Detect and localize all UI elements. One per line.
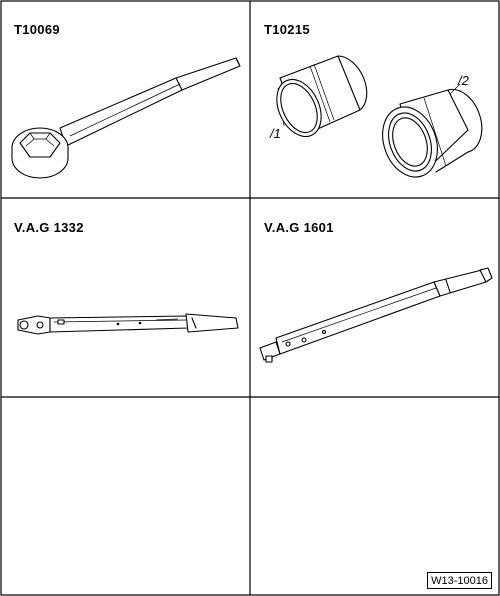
callout-1: /1 <box>270 126 281 141</box>
figure-code: W13-10016 <box>427 572 492 589</box>
sleeve-pair-icon <box>276 55 483 178</box>
tool-label: V.A.G 1332 <box>14 220 84 235</box>
torque-wrench-icon <box>17 313 239 335</box>
tool-label: T10069 <box>14 22 60 37</box>
cell-vag1601: V.A.G 1601 <box>250 198 500 397</box>
cell-t10069: T10069 <box>0 0 250 198</box>
cell-t10215: T10215 /1 /2 <box>250 0 500 198</box>
ring-spanner-icon <box>11 57 241 179</box>
callout-2: /2 <box>458 73 469 88</box>
cell-vag1332: V.A.G 1332 <box>0 198 250 397</box>
cell-empty-1 <box>0 397 250 596</box>
tool-label: V.A.G 1601 <box>264 220 334 235</box>
tool-label: T10215 <box>264 22 310 37</box>
cell-empty-2 <box>250 397 500 596</box>
torque-wrench-long-icon <box>259 267 493 363</box>
